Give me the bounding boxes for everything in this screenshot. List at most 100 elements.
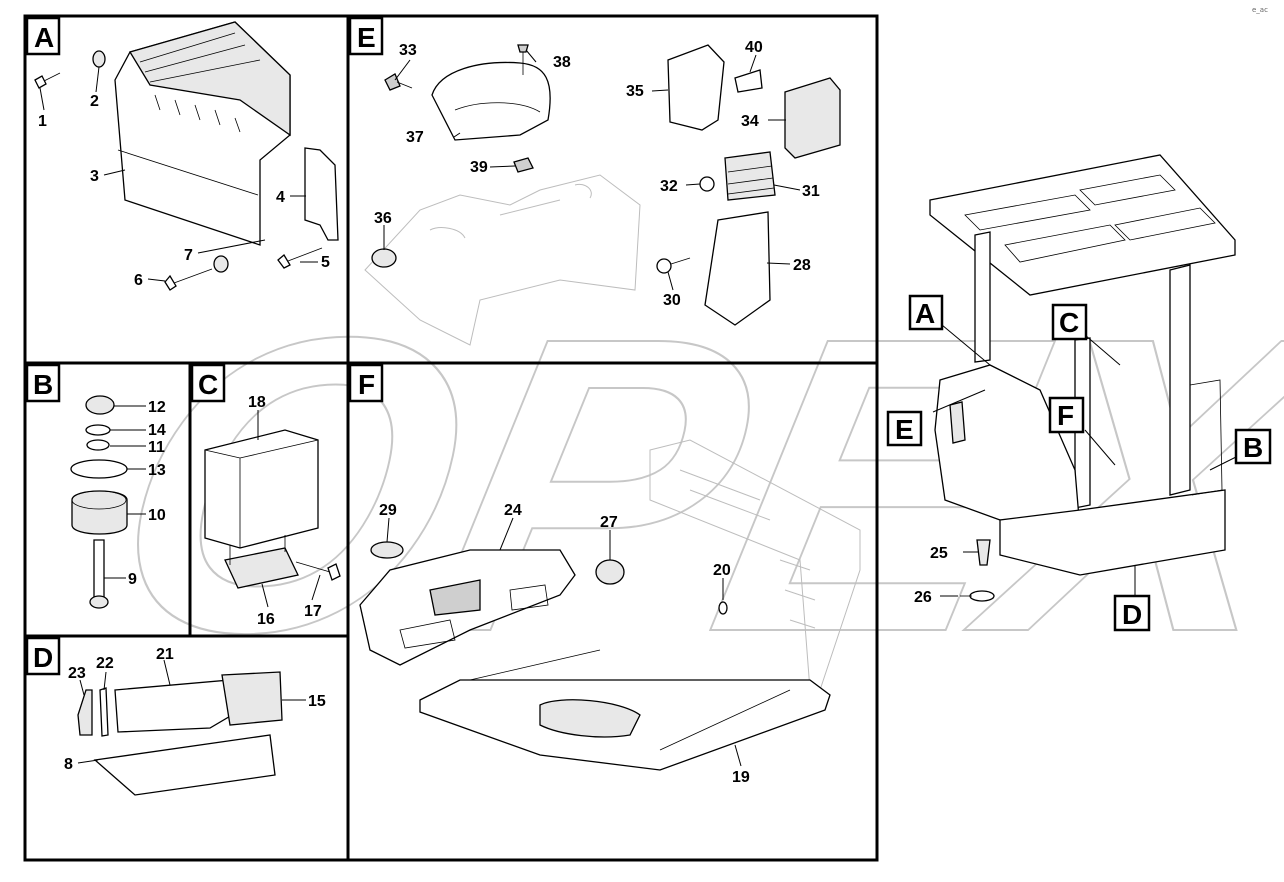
callout-26: 26 xyxy=(914,589,932,606)
callout-18: 18 xyxy=(248,394,266,411)
svg-text:B: B xyxy=(33,369,53,400)
callout-4: 4 xyxy=(276,189,285,206)
part-21-panel xyxy=(114,679,233,733)
panel-c-parts xyxy=(204,429,341,589)
svg-text:A: A xyxy=(34,22,54,53)
callout-12: 12 xyxy=(148,399,166,416)
panel-e-parts xyxy=(364,44,841,346)
callout-39: 39 xyxy=(470,159,488,176)
panel-d-parts xyxy=(77,671,283,796)
part-15-panel xyxy=(221,671,283,726)
callout-27: 27 xyxy=(600,514,618,531)
callout-16: 16 xyxy=(257,611,275,628)
callout-24: 24 xyxy=(504,502,522,519)
panel-f-parts xyxy=(359,439,861,771)
svg-text:B: B xyxy=(1243,432,1263,463)
part-12-nut xyxy=(85,395,115,415)
callout-30: 30 xyxy=(663,292,681,309)
part-7-washer xyxy=(213,255,229,273)
panel-badge-d: D xyxy=(25,636,61,676)
callout-10: 10 xyxy=(148,507,166,524)
svg-text:D: D xyxy=(1122,599,1142,630)
part-16-bracket xyxy=(224,547,299,589)
part-37-seat xyxy=(431,61,551,141)
panel-a-parts xyxy=(34,21,339,291)
part-22-strip xyxy=(99,687,109,737)
panel-frames xyxy=(23,14,879,862)
part-34-box xyxy=(784,77,841,159)
part-11-washer xyxy=(86,439,110,451)
cab-badge-c: C xyxy=(1051,303,1088,341)
part-8-trim xyxy=(93,734,276,796)
cab-badge-f: F xyxy=(1048,396,1085,434)
panel-badge-b: B xyxy=(25,363,61,403)
callout-17: 17 xyxy=(304,603,322,620)
svg-text:D: D xyxy=(33,642,53,673)
callout-35: 35 xyxy=(626,83,644,100)
panel-a-callouts: 1 2 3 4 5 6 7 xyxy=(38,66,330,289)
callout-34: 34 xyxy=(741,113,759,130)
callout-19: 19 xyxy=(732,769,750,786)
part-40-gasket xyxy=(734,69,763,93)
cab-badge-a: A xyxy=(908,294,944,331)
part-17-bolt-head xyxy=(327,563,341,581)
cab-badge-d: D xyxy=(1113,594,1151,632)
part-30-knob xyxy=(656,258,672,274)
callout-32: 32 xyxy=(660,178,678,195)
callout-2: 2 xyxy=(90,93,99,110)
corner-mark: e_ac xyxy=(1252,6,1268,14)
part-29-cap xyxy=(370,541,404,559)
part-2-washer xyxy=(92,50,106,68)
part-14-washer xyxy=(85,424,111,436)
part-19-pedal-pad xyxy=(539,699,641,738)
part-13-plate xyxy=(70,459,128,479)
callout-5: 5 xyxy=(321,254,330,271)
callout-20: 20 xyxy=(713,562,731,579)
callout-33: 33 xyxy=(399,42,417,59)
cab-roof xyxy=(929,154,1236,296)
callout-9: 9 xyxy=(128,571,137,588)
svg-text:E: E xyxy=(895,414,914,445)
panel-b-callouts: 12 14 11 13 10 9 xyxy=(104,399,166,588)
part-4-bracket xyxy=(304,147,339,241)
svg-text:E: E xyxy=(357,22,376,53)
callout-1: 1 xyxy=(38,113,47,130)
part-38-screw xyxy=(517,44,529,53)
panel-d-callouts: 23 22 21 15 8 xyxy=(64,646,326,773)
callout-6: 6 xyxy=(134,272,143,289)
callout-36: 36 xyxy=(374,210,392,227)
svg-text:F: F xyxy=(358,369,375,400)
panel-badge-e: E xyxy=(348,16,384,56)
part-20-grommet xyxy=(718,601,728,615)
panel-b-parts xyxy=(70,395,128,609)
callout-3: 3 xyxy=(90,168,99,185)
panel-e-callouts: 33 38 37 39 36 35 40 34 32 31 28 30 xyxy=(374,39,820,309)
part-18-cover xyxy=(204,429,319,549)
svg-text:C: C xyxy=(1059,307,1079,338)
cab-overview xyxy=(929,154,1236,602)
cab-badge-b: B xyxy=(1234,428,1272,465)
part-35-cover xyxy=(667,44,725,131)
panel-badge-c: C xyxy=(190,363,226,403)
callout-22: 22 xyxy=(96,655,114,672)
callout-15: 15 xyxy=(308,693,326,710)
callout-21: 21 xyxy=(156,646,174,663)
part-1-screw-head xyxy=(34,75,47,89)
callout-23: 23 xyxy=(68,665,86,682)
callout-40: 40 xyxy=(745,39,763,56)
callout-11: 11 xyxy=(148,439,165,456)
svg-text:C: C xyxy=(198,369,218,400)
part-3-top-vent xyxy=(129,21,291,137)
part-9-bolt xyxy=(93,539,105,599)
callout-25: 25 xyxy=(930,545,948,562)
callout-8: 8 xyxy=(64,756,73,773)
part-6-bolt-head xyxy=(164,274,177,291)
cab-base xyxy=(999,489,1226,576)
callout-13: 13 xyxy=(148,462,166,479)
part-10-mount xyxy=(71,490,128,535)
panel-badge-a: A xyxy=(25,16,61,56)
outer-frame xyxy=(23,14,879,862)
panel-badge-f: F xyxy=(348,363,384,403)
part-5-bolt-head xyxy=(277,254,291,269)
